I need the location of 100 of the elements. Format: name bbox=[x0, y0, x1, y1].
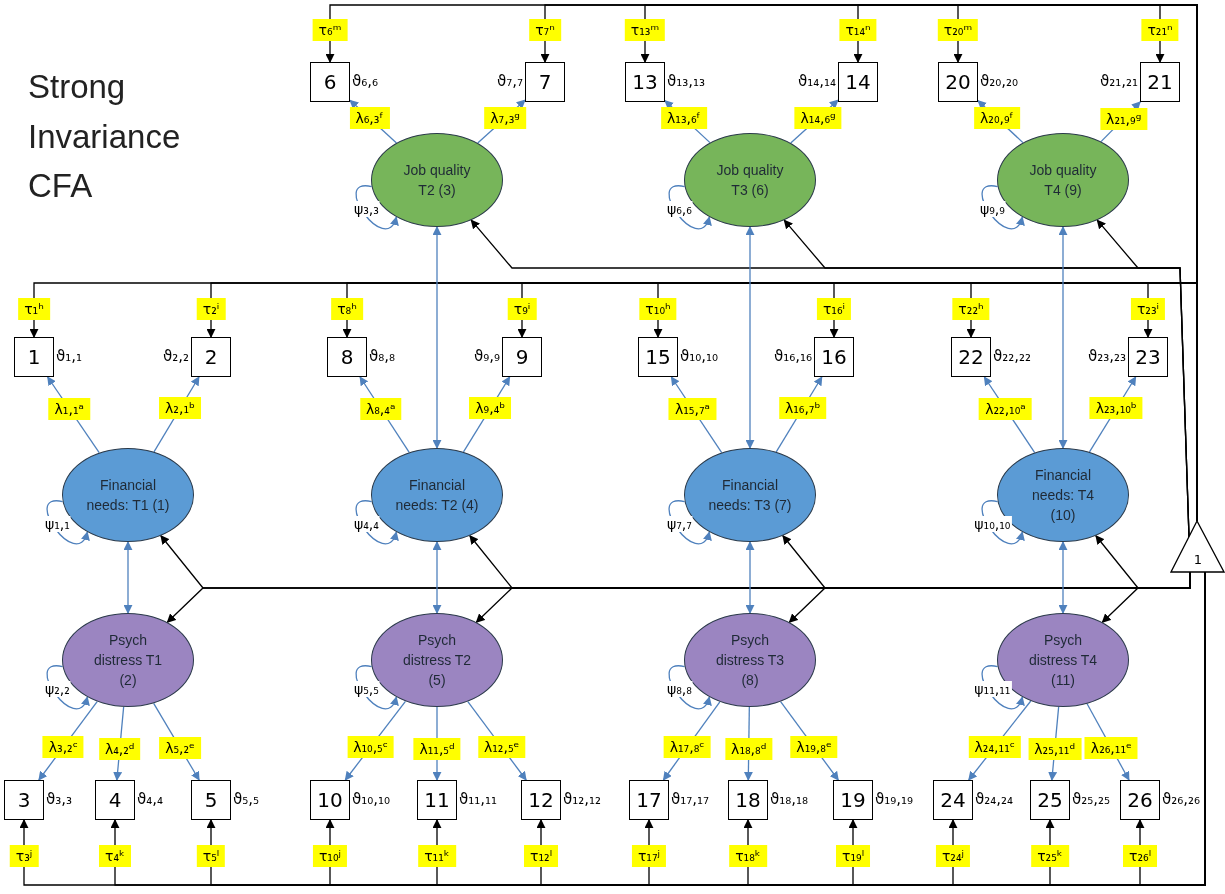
parameter-label: λ₁₄,₆ᵍ bbox=[794, 107, 842, 130]
residual-variance-label: ϑ₇,₇ bbox=[496, 72, 523, 90]
parameter-label: τ₂₃ⁱ bbox=[1130, 298, 1166, 320]
residual-variance-label: ϑ₁₆,₁₆ bbox=[773, 347, 812, 365]
indicator-box: 14 bbox=[838, 62, 878, 102]
indicator-box: 11 bbox=[417, 780, 457, 820]
residual-variance-label: ϑ₈,₈ bbox=[369, 347, 396, 365]
parameter-label: τ₂ⁱ bbox=[196, 298, 226, 320]
variance-label: ψ₄,₄ bbox=[352, 515, 380, 532]
indicator-box: 20 bbox=[938, 62, 978, 102]
parameter-label: λ₄,₂ᵈ bbox=[98, 738, 141, 761]
parameter-label: τ₂₆ˡ bbox=[1123, 845, 1157, 867]
residual-variance-label: ϑ₂₀,₂₀ bbox=[980, 72, 1019, 90]
indicator-box: 13 bbox=[625, 62, 665, 102]
indicator-box: 24 bbox=[933, 780, 973, 820]
parameter-label: λ₁₂,₅ᵉ bbox=[477, 736, 526, 759]
parameter-label: τ₁₀ʰ bbox=[639, 298, 677, 320]
double-headed-arrow bbox=[432, 541, 442, 614]
residual-variance-label: ϑ₆,₆ bbox=[352, 72, 379, 90]
parameter-label: τ₄ᵏ bbox=[99, 845, 131, 867]
parameter-label: τ₅ˡ bbox=[196, 845, 226, 867]
double-headed-arrow bbox=[1058, 541, 1068, 614]
parameter-label: τ₂₁ⁿ bbox=[1141, 19, 1179, 41]
parameter-label: λ₉,₄ᵇ bbox=[469, 397, 512, 420]
parameter-label: λ₂₃,₁₀ᵇ bbox=[1089, 397, 1143, 420]
parameter-label: τ₁₂ˡ bbox=[524, 845, 558, 867]
residual-variance-label: ϑ₁₀,₁₀ bbox=[352, 790, 391, 808]
parameter-label: τ₃ʲ bbox=[9, 845, 39, 867]
variance-label: ψ₂,₂ bbox=[43, 680, 71, 697]
parameter-label: λ₁₁,₅ᵈ bbox=[413, 738, 461, 761]
parameter-label: λ₂,₁ᵇ bbox=[159, 397, 202, 420]
indicator-box: 10 bbox=[310, 780, 350, 820]
parameter-label: λ₂₀,₉ᶠ bbox=[974, 107, 1020, 130]
parameter-label: τ₂₄ʲ bbox=[935, 845, 971, 867]
indicator-box: 12 bbox=[521, 780, 561, 820]
indicator-box: 16 bbox=[814, 337, 854, 377]
indicator-box: 2 bbox=[191, 337, 231, 377]
indicator-box: 25 bbox=[1030, 780, 1070, 820]
variance-label: ψ₇,₇ bbox=[665, 515, 693, 532]
residual-variance-label: ϑ₂,₂ bbox=[162, 347, 189, 365]
variance-label: ψ₁₁,₁₁ bbox=[973, 680, 1012, 697]
parameter-label: τ₁₁ᵏ bbox=[418, 845, 456, 867]
residual-variance-label: ϑ₁₉,₁₉ bbox=[875, 790, 914, 808]
arrow bbox=[1143, 282, 1198, 522]
variance-label: ψ₃,₃ bbox=[352, 200, 380, 217]
residual-variance-label: ϑ₁₀,₁₀ bbox=[680, 347, 719, 365]
parameter-label: τ₁₇ʲ bbox=[631, 845, 667, 867]
parameter-label: τ₂₀ᵐ bbox=[937, 19, 979, 41]
indicator-box: 15 bbox=[638, 337, 678, 377]
parameter-label: λ₁₅,₇ᵃ bbox=[668, 397, 716, 420]
indicator-box: 22 bbox=[951, 337, 991, 377]
double-headed-arrow bbox=[1058, 226, 1068, 449]
parameter-label: λ₁₇,₈ᶜ bbox=[663, 736, 711, 759]
residual-variance-label: ϑ₂₄,₂₄ bbox=[975, 790, 1014, 808]
parameter-label: τ₁₉ˡ bbox=[836, 845, 870, 867]
indicator-box: 7 bbox=[525, 62, 565, 102]
parameter-label: τ₁₆ⁱ bbox=[816, 298, 852, 320]
residual-variance-label: ϑ₁₂,₁₂ bbox=[563, 790, 602, 808]
diagram-title: Strong Invariance CFA bbox=[28, 67, 182, 206]
parameter-label: λ₇,₃ᵍ bbox=[484, 107, 526, 130]
double-headed-arrow bbox=[123, 541, 133, 614]
parameter-label: τ₇ⁿ bbox=[529, 19, 561, 41]
constant-triangle: 1 bbox=[1170, 520, 1225, 574]
variance-label: ψ₆,₆ bbox=[665, 200, 693, 217]
parameter-label: λ₃,₂ᶜ bbox=[42, 736, 84, 759]
parameter-label: τ₁₄ⁿ bbox=[839, 19, 877, 41]
variance-label: ψ₁₀,₁₀ bbox=[973, 515, 1012, 532]
residual-variance-label: ϑ₂₆,₂₆ bbox=[1162, 790, 1201, 808]
parameter-label: τ₁₀ʲ bbox=[312, 845, 348, 867]
parameter-label: λ₆,₃ᶠ bbox=[349, 107, 390, 130]
residual-variance-label: ϑ₁₃,₁₃ bbox=[667, 72, 706, 90]
double-headed-arrow bbox=[745, 541, 755, 614]
parameter-label: τ₆ᵐ bbox=[312, 19, 348, 41]
double-headed-arrow bbox=[745, 226, 755, 449]
parameter-label: τ₂₅ᵏ bbox=[1031, 845, 1069, 867]
indicator-box: 6 bbox=[310, 62, 350, 102]
variance-label: ψ₅,₅ bbox=[352, 680, 380, 697]
parameter-label: τ₁₈ᵏ bbox=[729, 845, 767, 867]
parameter-label: τ₁ʰ bbox=[18, 298, 50, 320]
residual-variance-label: ϑ₂₅,₂₅ bbox=[1072, 790, 1111, 808]
variance-label: ψ₉,₉ bbox=[978, 200, 1006, 217]
double-headed-arrow bbox=[432, 226, 442, 449]
parameter-label: λ₁₃,₆ᶠ bbox=[661, 107, 707, 130]
indicator-box: 21 bbox=[1140, 62, 1180, 102]
indicator-box: 4 bbox=[95, 780, 135, 820]
parameter-label: τ₂₂ʰ bbox=[952, 298, 990, 320]
indicator-box: 17 bbox=[629, 780, 669, 820]
parameter-label: λ₁₉,₈ᵉ bbox=[790, 736, 838, 759]
indicator-box: 9 bbox=[502, 337, 542, 377]
residual-variance-label: ϑ₁₄,₁₄ bbox=[797, 72, 836, 90]
parameter-label: λ₂₂,₁₀ᵃ bbox=[979, 397, 1032, 420]
parameter-label: λ₁₀,₅ᶜ bbox=[347, 735, 394, 758]
indicator-box: 8 bbox=[327, 337, 367, 377]
parameter-label: τ₈ʰ bbox=[331, 298, 363, 320]
residual-variance-label: ϑ₁₈,₁₈ bbox=[770, 790, 809, 808]
parameter-label: λ₂₆,₁₁ᵉ bbox=[1084, 736, 1138, 759]
variance-label: ψ₈,₈ bbox=[665, 680, 693, 697]
parameter-label: λ₁₆,₇ᵇ bbox=[778, 397, 827, 420]
parameter-label: λ₁₈,₈ᵈ bbox=[725, 738, 773, 761]
parameter-label: τ₁₃ᵐ bbox=[624, 19, 666, 41]
